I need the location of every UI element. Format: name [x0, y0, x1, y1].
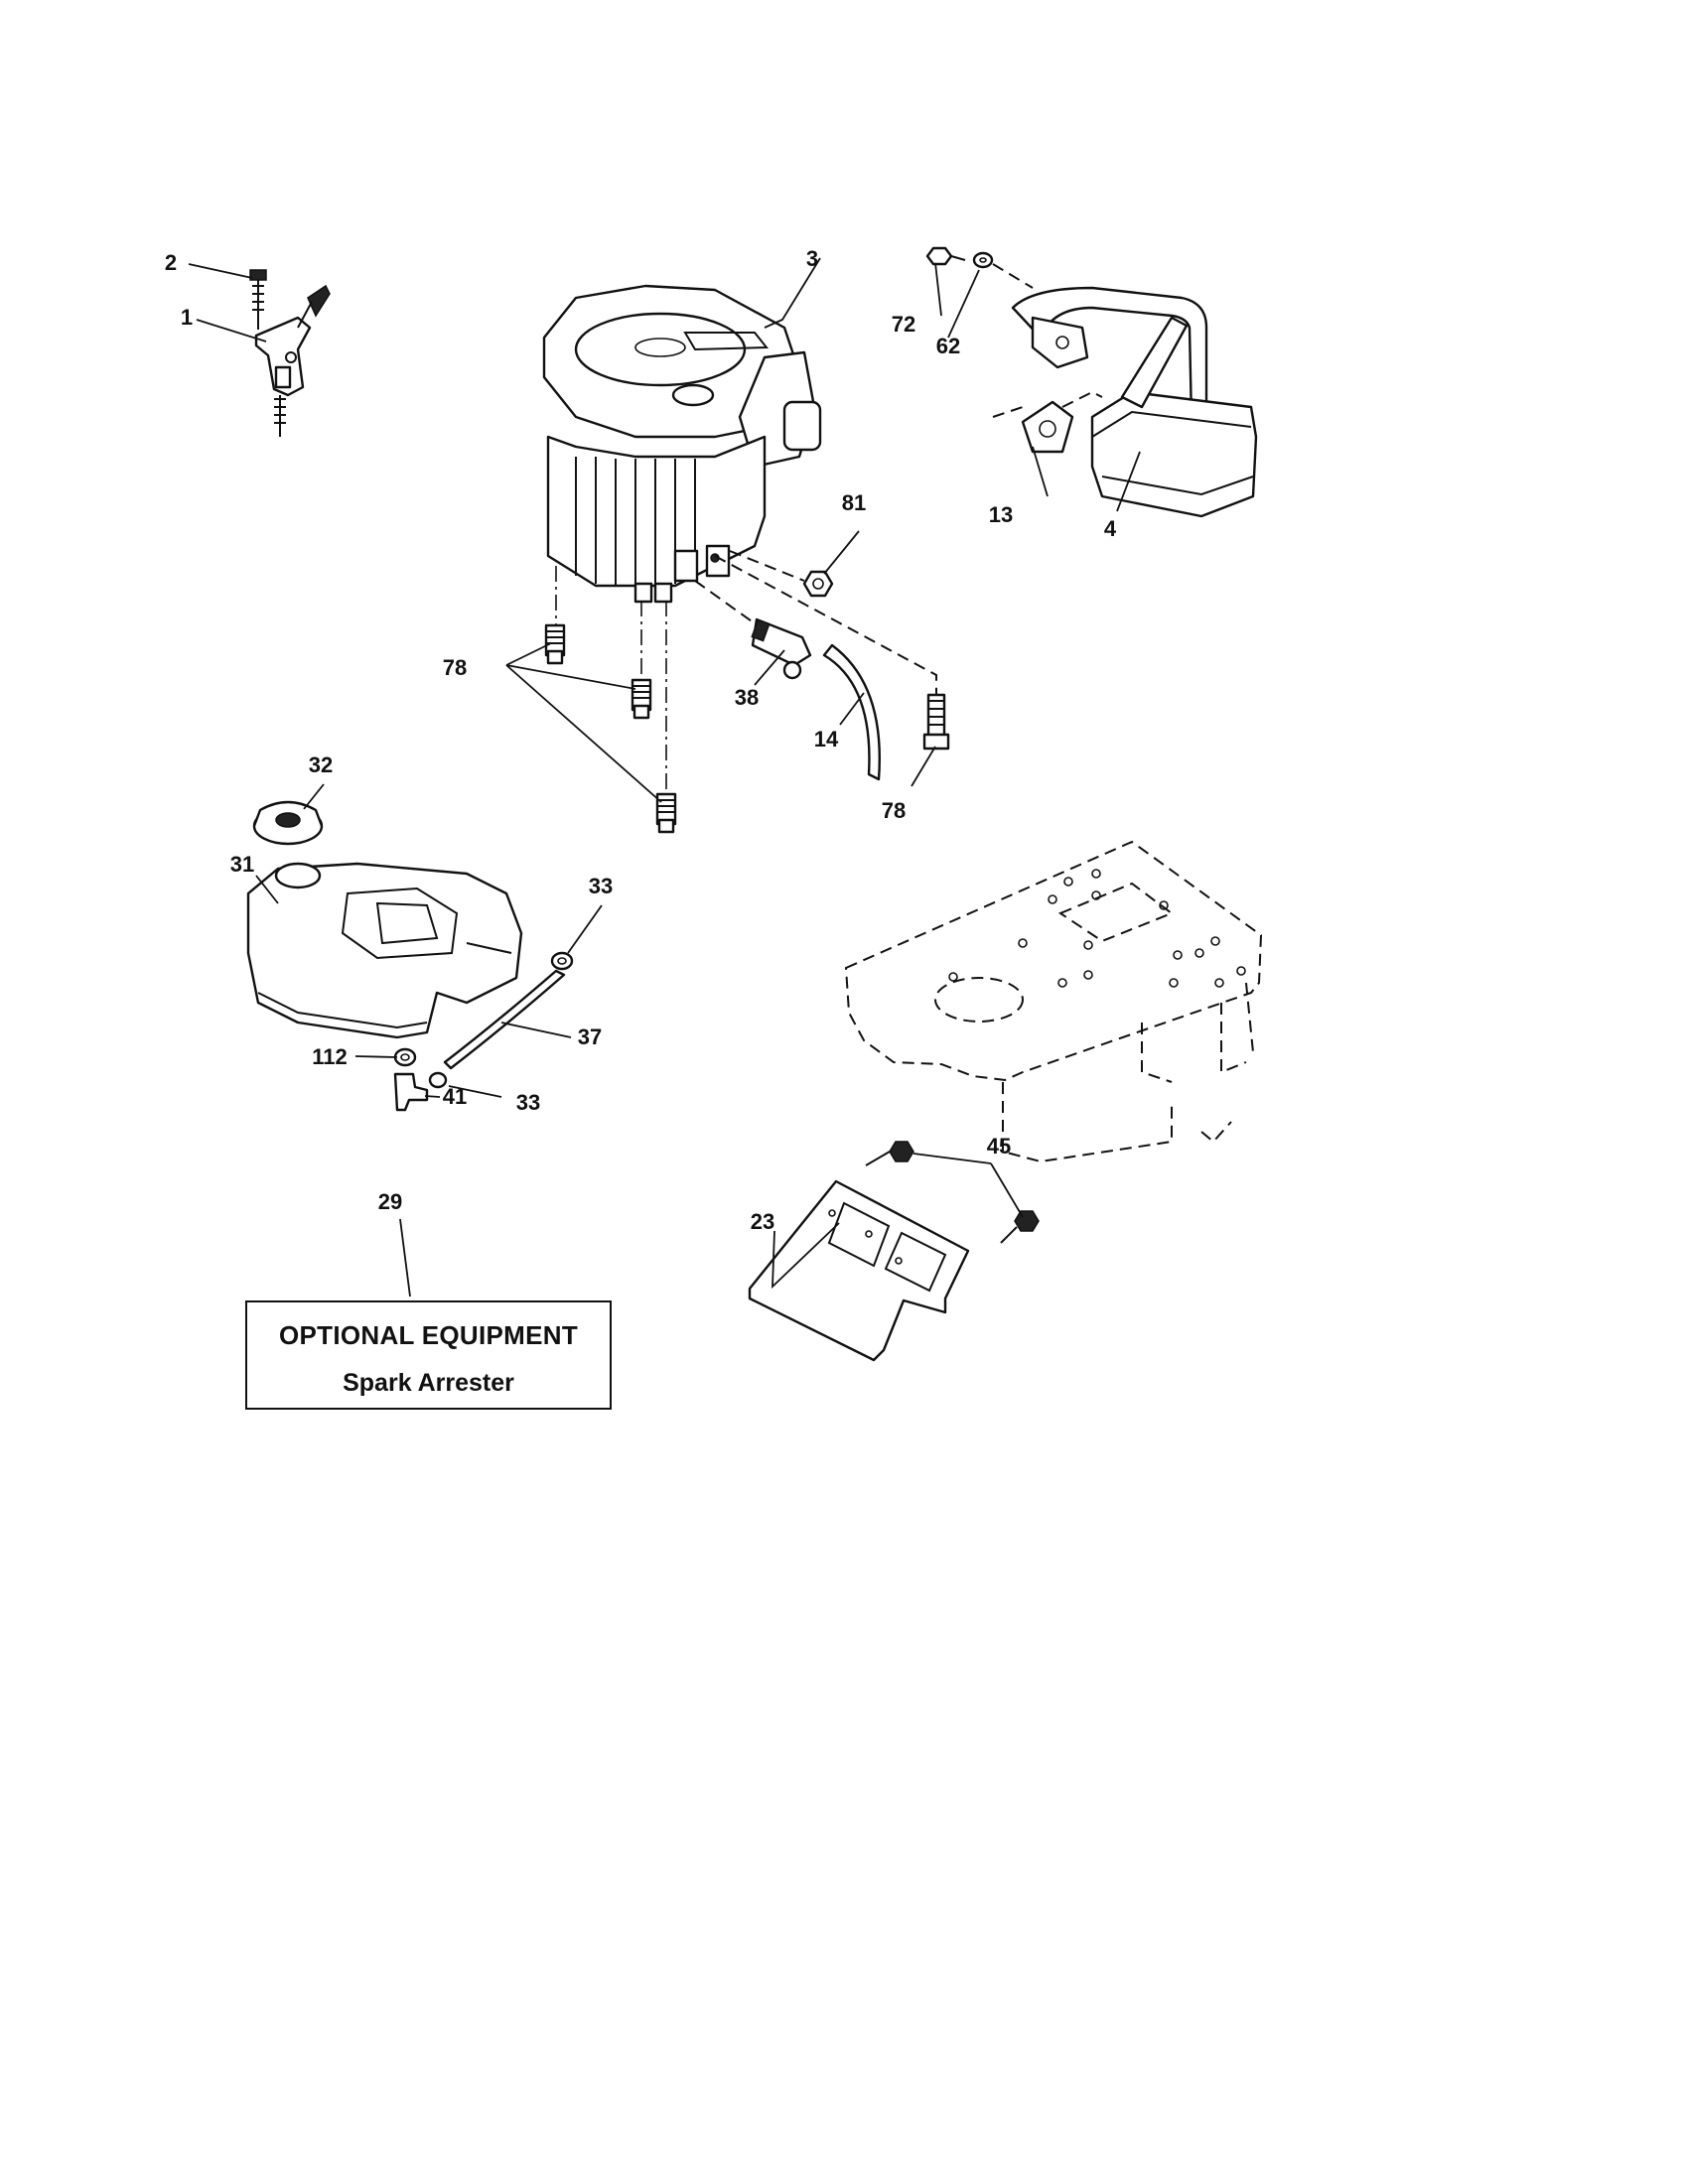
- callout-2: 2: [165, 250, 177, 275]
- engine-part: [542, 284, 822, 604]
- bolt-part: [922, 693, 950, 751]
- screw-part: [925, 246, 966, 266]
- fuel-line-part: [443, 969, 566, 1070]
- fuel-tank-part: [246, 862, 523, 1039]
- callout-14: 14: [814, 727, 839, 751]
- nut-part: [802, 570, 834, 598]
- bolt-part: [544, 623, 566, 665]
- callout-62: 62: [936, 334, 960, 358]
- heat-shield-part: [748, 1179, 970, 1362]
- callout-31: 31: [230, 852, 254, 877]
- screw-part: [249, 269, 267, 330]
- callout-78: 78: [882, 798, 906, 823]
- callout-41: 41: [443, 1084, 467, 1109]
- callout-3: 3: [806, 246, 818, 271]
- callout-45: 45: [987, 1134, 1011, 1159]
- callout-32: 32: [309, 752, 333, 777]
- frame-outline: [844, 840, 1263, 1163]
- bolt-part: [631, 678, 652, 720]
- callout-33: 33: [589, 874, 613, 898]
- callout-78: 78: [443, 655, 467, 680]
- callout-81: 81: [842, 490, 866, 515]
- callout-4: 4: [1104, 516, 1117, 541]
- optional-equipment-box: OPTIONAL EQUIPMENT Spark Arrester: [245, 1300, 612, 1410]
- muffler-part: [1011, 286, 1258, 518]
- clamp-part: [550, 951, 574, 971]
- callout-1: 1: [181, 305, 193, 330]
- optional-equipment-title: OPTIONAL EQUIPMENT: [278, 1320, 579, 1350]
- callout-33: 33: [516, 1090, 540, 1115]
- throttle-control-part: [254, 284, 331, 437]
- gasket-part: [1021, 400, 1074, 454]
- fuel-filter-part: [694, 580, 812, 680]
- callout-72: 72: [892, 312, 915, 337]
- screw-part: [1000, 1210, 1040, 1244]
- callout-23: 23: [751, 1209, 774, 1234]
- callout-37: 37: [578, 1024, 602, 1049]
- fuel-cap-part: [252, 800, 324, 846]
- bolt-part: [655, 792, 677, 834]
- spark-arrester-label: Spark Arrester: [343, 1369, 514, 1397]
- washer-part: [972, 251, 994, 269]
- callout-13: 13: [989, 502, 1013, 527]
- clamp-part: [428, 1071, 448, 1089]
- callout-38: 38: [735, 685, 759, 710]
- callout-112: 112: [312, 1044, 348, 1069]
- bushing-part: [393, 1047, 417, 1067]
- fuel-elbow-part: [393, 1072, 429, 1112]
- fuel-hose-part: [822, 643, 881, 781]
- screw-part: [865, 1141, 914, 1166]
- callout-29: 29: [378, 1189, 402, 1214]
